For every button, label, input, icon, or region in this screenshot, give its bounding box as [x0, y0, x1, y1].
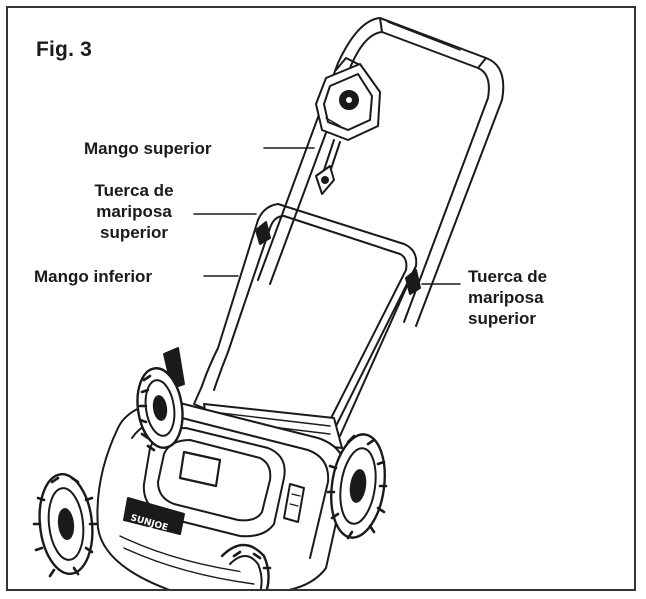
- upper-handle-shape: [257, 17, 505, 327]
- label-upper-wing-nut-right-line-2: mariposa: [468, 288, 544, 307]
- label-upper-wing-nut-left-line-3: superior: [99, 223, 169, 242]
- label-upper-wing-nut-left-line-2: mariposa: [96, 202, 172, 221]
- lawn-mower-drawing: SUNJOE: [32, 17, 505, 589]
- label-upper-wing-nut-left-line-1: Tuerca de: [94, 181, 174, 200]
- figure-title: Fig. 3: [36, 38, 93, 61]
- label-upper-wing-nut-right-line-1: Tuerca de: [468, 267, 548, 286]
- wing-nut-left-shape: [255, 221, 271, 245]
- label-upper-handle: Mango superior: [84, 139, 212, 158]
- rear-right-wheel-shape: [326, 433, 388, 540]
- label-upper-wing-nut-right: Tuerca de mariposa superior: [468, 266, 547, 329]
- leader-lines: [193, 147, 461, 285]
- control-box-shape: [315, 57, 381, 195]
- figure-frame: SUNJOE Fig. 3 Mango superior Tuerca de m…: [6, 6, 636, 591]
- label-lower-handle: Mango inferior: [34, 267, 153, 286]
- front-left-wheel-shape: [32, 472, 98, 578]
- wing-nut-right-shape: [405, 269, 421, 295]
- label-upper-wing-nut-left: Tuerca de mariposa superior: [78, 180, 190, 243]
- rear-left-wheel-shape: [136, 367, 184, 452]
- front-right-wheel-shape: [220, 543, 272, 589]
- label-upper-wing-nut-right-line-3: superior: [468, 309, 537, 328]
